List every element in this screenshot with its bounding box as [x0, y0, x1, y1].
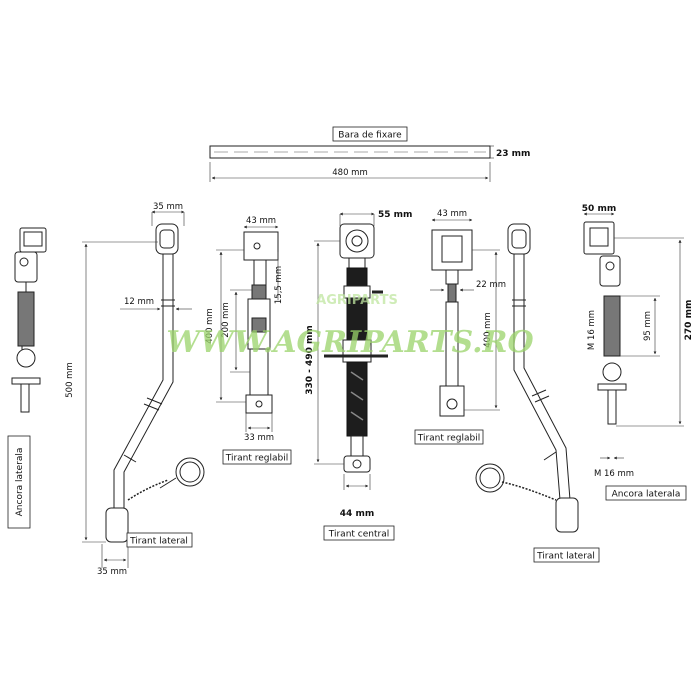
tirant-lateral-left: 35 mm 500 mm 12 mm 35 mm Tirant lateral: [65, 202, 205, 577]
tirant-lat-right-chain: [501, 481, 557, 501]
tirant-lat-right-caption: Tirant lateral: [536, 552, 595, 562]
tirant-lat-left-chain: [127, 479, 169, 501]
ancora-right-m16-dim: M 16 mm: [587, 310, 597, 350]
tirant-reg-left-400-dim: 400 mm: [205, 308, 215, 344]
tirant-lat-left-arm: [113, 254, 174, 512]
bara-length-dim: 480 mm: [332, 168, 368, 178]
tirant-reg-left-200-dim: 200 mm: [221, 302, 231, 338]
tirant-reg-left-caption: Tirant reglabil: [225, 454, 289, 464]
tirant-central: 55 mm 330 - 490 mm 44 mm Tirant central: [305, 210, 412, 541]
tirant-reg-right-22-dim: 22 mm: [476, 280, 506, 290]
ancora-right-95-dim: 95 mm: [643, 311, 653, 341]
ancora-left-caption-box: [7, 435, 31, 529]
ancora-laterala-right: 50 mm M 16 mm 95 mm 270 mm M 16 mm Ancor…: [582, 204, 694, 501]
tirant-reglabil-left: 43 mm 400 mm 200 mm 15,5 mm 33 mm Tirant…: [205, 216, 292, 465]
tirant-reg-left-bottom-dim: 33 mm: [244, 433, 274, 443]
tirant-reg-right-top-dim: 43 mm: [437, 209, 467, 219]
bara-caption: Bara de fixare: [338, 131, 402, 141]
tirant-central-top-dim: 55 mm: [378, 210, 412, 220]
tirant-central-range-dim: 330 - 490 mm: [305, 325, 315, 394]
ancora-laterala-left: Ancora laterala: [7, 227, 47, 529]
tirant-lat-left-bottom-dim: 35 mm: [97, 567, 127, 577]
tirant-central-caption: Tirant central: [328, 530, 389, 540]
ancora-right-thread: [603, 295, 621, 357]
tirant-central-bottom-dim: 44 mm: [340, 509, 374, 519]
tirant-lat-left-pin-dim: 12 mm: [124, 297, 154, 307]
ancora-left-caption: Ancora laterala: [15, 448, 25, 517]
bara-caption-box: [332, 126, 408, 142]
watermark-logo: AGRIPARTS: [316, 293, 398, 308]
ancora-right-top-dim: 50 mm: [582, 204, 616, 214]
watermark: WWW.AGRIPARTS.RO AGRIPARTS: [166, 293, 533, 360]
tirant-lateral-right: Tirant lateral: [475, 223, 600, 563]
tirant-reg-left-top-dim: 43 mm: [246, 216, 276, 226]
tirant-reg-right-400-dim: 400 mm: [483, 312, 493, 348]
tirant-reglabil-right: 43 mm 22 mm 400 mm Tirant reglabil: [414, 209, 506, 445]
tirant-lat-left-length-dim: 500 mm: [65, 362, 75, 398]
bara-de-fixare: Bara de fixare 23 mm 480 mm: [209, 126, 530, 182]
ancora-left-thread: [17, 291, 35, 347]
tirant-reg-right-caption: Tirant reglabil: [417, 434, 481, 444]
tirant-lat-left-caption: Tirant lateral: [129, 537, 188, 547]
ancora-right-m16-bottom-dim: M 16 mm: [594, 469, 634, 479]
bara-rod: [209, 145, 491, 159]
ancora-right-caption: Ancora laterala: [612, 490, 681, 500]
bara-diameter-dim: 23 mm: [496, 149, 530, 159]
tirant-lat-left-top-dim: 35 mm: [153, 202, 183, 212]
ancora-right-270-dim: 270 mm: [684, 300, 694, 341]
tirant-reg-left-15-dim: 15,5 mm: [274, 266, 284, 304]
watermark-text: WWW.AGRIPARTS.RO: [166, 325, 533, 360]
tirant-central-lower-thread: [346, 361, 368, 437]
tirant-lat-right-arm: [513, 254, 571, 501]
